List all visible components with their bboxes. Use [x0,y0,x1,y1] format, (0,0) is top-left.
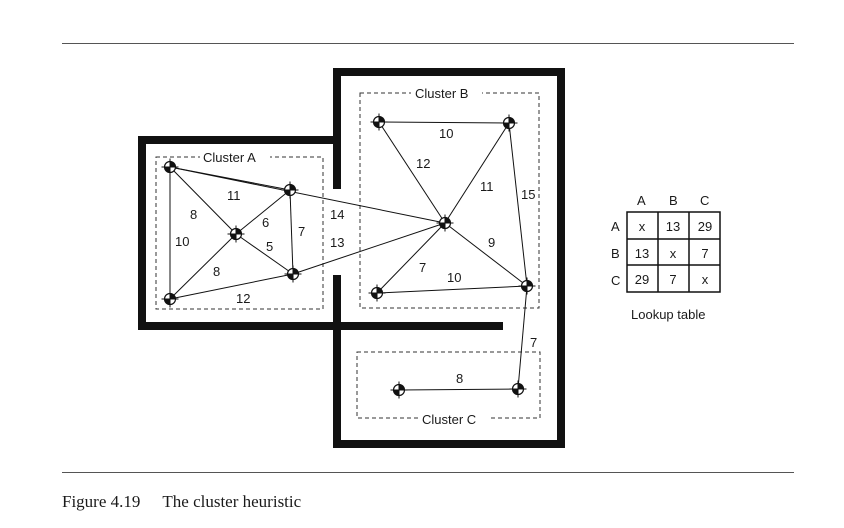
edge-b3-b4 [376,222,446,294]
weight-c1-c2: 8 [456,371,463,386]
weight-b1-b3: 12 [416,156,430,171]
edge-b2-b3 [444,122,510,224]
lookup-cell-b-c: 7 [701,246,708,261]
edge-b1-b3 [378,121,446,224]
node-b1 [369,112,389,132]
edge-a1-b3 [169,166,446,224]
edge-a5-a4 [169,273,294,300]
lookup-cell-a-b: 13 [666,219,680,234]
edge-a2-a4 [289,189,294,275]
edge-a3-a5 [169,233,237,300]
node-c2 [508,379,528,399]
lookup-row-header-a: A [611,219,620,234]
cluster-b-label: Cluster B [415,86,468,101]
lookup-cell-a-a: x [639,219,646,234]
cluster-a-box [155,156,324,310]
edge-b4-b5 [376,285,528,294]
lookup-row-header-c: C [611,273,620,288]
lookup-col-header-b: B [669,193,678,208]
lookup-table-caption: Lookup table [631,307,705,322]
graph-edges [169,121,528,391]
weight-a5-a4: 12 [236,291,250,306]
weight-b5-c2: 7 [530,335,537,350]
edge-b5-c2 [517,285,528,390]
lookup-table-grid [626,211,721,293]
node-a4 [283,264,303,284]
weight-a1-a3: 8 [190,207,197,222]
weight-b2-b5: 15 [521,187,535,202]
edge-a4-b3 [292,222,446,275]
lookup-col-header-a: A [637,193,646,208]
top-rule [62,43,794,44]
cluster-boxes [155,92,541,419]
edge-b1-b2 [378,121,510,124]
edge-a3-a4 [235,233,294,275]
edge-weight-labels: 11 8 10 6 7 5 8 12 14 13 10 12 11 15 7 9… [175,126,537,386]
edge-a1-a3 [169,166,237,235]
cluster-labels: Cluster A Cluster B Cluster C [200,85,490,427]
figure-title: The cluster heuristic [162,492,302,511]
lookup-col-header-c: C [700,193,709,208]
wall-room-bc [333,68,565,448]
lookup-table: A B C A B C x 13 29 13 x 7 29 7 x Lookup… [611,193,721,322]
weight-b4-b5: 10 [447,270,461,285]
weight-b3-b4: 7 [419,260,426,275]
edge-c1-c2 [398,388,519,391]
bottom-rule [62,472,794,473]
node-b5 [517,276,537,296]
weight-b3-b5: 9 [488,235,495,250]
lookup-cell-c-b: 7 [669,272,676,287]
weight-a3-a5: 8 [213,264,220,279]
cluster-a-label: Cluster A [203,150,256,165]
weight-a1-a2: 11 [227,188,241,203]
level-walls [138,68,565,448]
cluster-c-box [356,351,541,419]
node-b2 [499,113,519,133]
cluster-c-label: Cluster C [422,412,476,427]
lookup-cell-b-a: 13 [635,246,649,261]
lookup-cell-c-a: 29 [635,272,649,287]
lookup-cell-a-c: 29 [698,219,712,234]
lookup-cell-b-b: x [670,246,677,261]
weight-a1-b3: 14 [330,207,344,222]
figure-number: Figure 4.19 [62,492,141,511]
weight-a2-a4: 7 [298,224,305,239]
weight-a4-b3: 13 [330,235,344,250]
node-c1 [389,380,409,400]
edge-b2-b5 [508,122,528,287]
weight-a2-a3: 6 [262,215,269,230]
lookup-cell-c-c: x [702,272,709,287]
cluster-b-box [359,92,540,309]
weight-a3-a4: 5 [266,239,273,254]
edge-b3-b5 [444,222,528,287]
node-a2 [280,180,300,200]
weight-b2-b3: 11 [480,179,494,194]
weight-b1-b2: 10 [439,126,453,141]
figure-caption: Figure 4.19 The cluster heuristic [62,492,301,512]
weight-a1-a5: 10 [175,234,189,249]
edge-a2-a3 [235,189,291,235]
lookup-row-header-b: B [611,246,620,261]
